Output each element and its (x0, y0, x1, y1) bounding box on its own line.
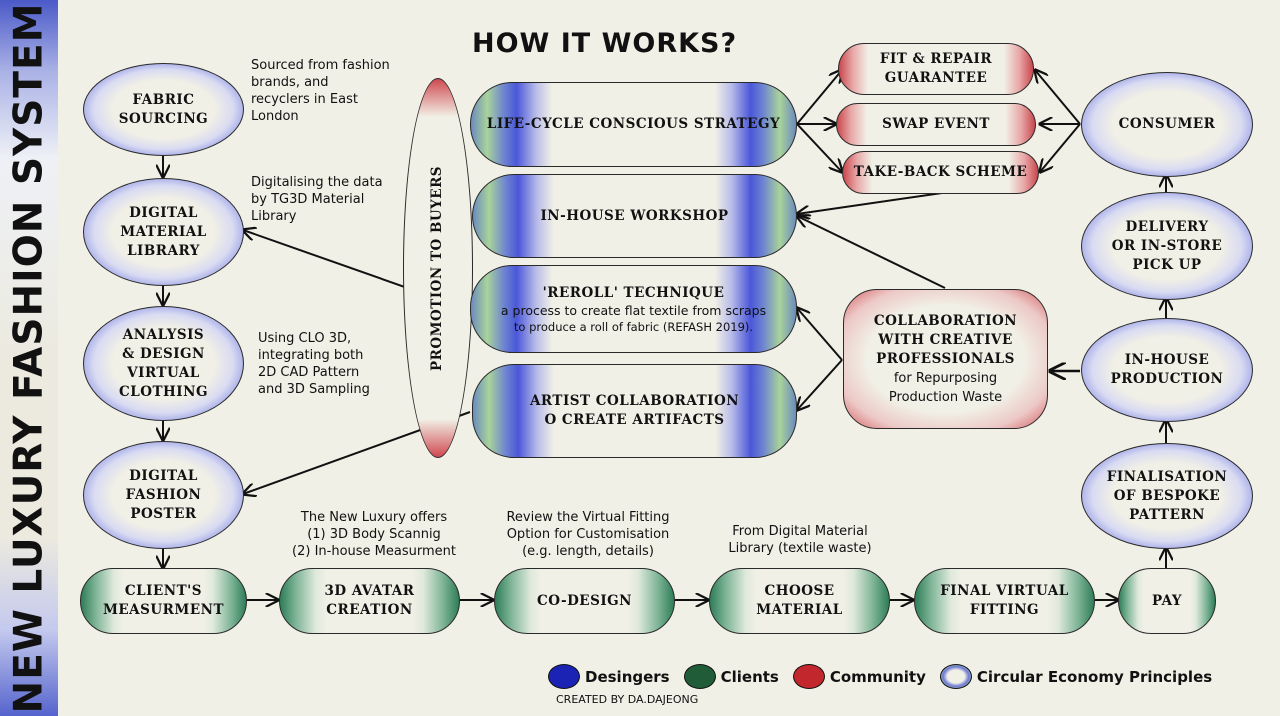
node-subtext: to produce a roll of fabric (REFASH 2019… (513, 319, 754, 334)
arrow-collaboration-to-artist (797, 359, 843, 410)
node-clients-measurement: CLIENT'S MEASURMENT (80, 568, 247, 634)
node-choose-material: CHOOSE MATERIAL (709, 568, 890, 634)
node-label: LIFE-CYCLE CONSCIOUS STRATEGY (486, 116, 781, 132)
node-label: FABRIC SOURCING (118, 91, 209, 127)
legend-label: Desingers (585, 667, 670, 686)
node-reroll-technique: 'REROLL' TECHNIQUE a process to create f… (470, 265, 797, 353)
arrow-collaboration-to-reroll (797, 308, 843, 361)
arrow-collaboration-to-workshop (797, 216, 946, 289)
node-label: ARTIST COLLABORATION O CREATE ARTIFACTS (529, 393, 740, 428)
node-collaboration-creative-professionals: COLLABORATION WITH CREATIVE PROFESSIONAL… (843, 289, 1048, 429)
clients-swatch-icon (683, 664, 716, 689)
node-consumer: CONSUMER (1081, 72, 1253, 177)
sidebar-title: NEW LUXURY FASHION SYSTEM (6, 2, 52, 714)
legend-item-community: Community (792, 664, 926, 689)
arrow-lifecycle-to-takeback (796, 123, 842, 172)
node-label: PAY (1151, 592, 1183, 609)
page-title: HOW IT WORKS? (472, 28, 738, 59)
node-label: SWAP EVENT (882, 116, 990, 132)
node-fit-repair-guarantee: FIT & REPAIR GUARANTEE (838, 43, 1034, 95)
node-label: 3D AVATAR CREATION (324, 583, 415, 618)
node-label: TAKE-BACK SCHEME (853, 164, 1028, 180)
legend-item-clients: Clients (683, 664, 779, 689)
node-subtext: for Repurposing Production Waste (888, 370, 1003, 405)
note-3d-avatar-creation: The New Luxury offers (1) 3D Body Scanni… (292, 510, 456, 559)
node-artist-collaboration: ARTIST COLLABORATION O CREATE ARTIFACTS (472, 364, 797, 458)
note-fabric-sourcing: Sourced from fashion brands, and recycle… (251, 58, 390, 124)
node-take-back-scheme: TAKE-BACK SCHEME (842, 151, 1039, 194)
node-digital-material-library: DIGITAL MATERIAL LIBRARY (83, 178, 244, 286)
node-label: PROMOTION TO BUYERS (429, 165, 446, 371)
designers-swatch-icon (548, 664, 580, 689)
node-analysis-design: ANALYSIS & DESIGN VIRTUAL CLOTHING (83, 306, 244, 421)
node-fabric-sourcing: FABRIC SOURCING (83, 63, 244, 156)
note-co-design: Review the Virtual Fitting Option for Cu… (506, 510, 670, 559)
node-label: CO-DESIGN (536, 592, 633, 609)
legend-label: Circular Economy Principles (976, 667, 1213, 686)
arrow-takeback-to-workshop (797, 192, 943, 214)
node-label: COLLABORATION WITH CREATIVE PROFESSIONAL… (873, 312, 1018, 367)
node-label: CONSUMER (1118, 116, 1216, 132)
node-delivery-pickup: DELIVERY OR IN-STORE PICK UP (1081, 192, 1253, 300)
node-label: FINAL VIRTUAL FITTING (940, 583, 1069, 618)
arrow-consumer-to-takeback (1040, 123, 1081, 172)
node-subtext: a process to create flat textile from sc… (500, 302, 767, 318)
arrow-lifecycle-to-fit (796, 70, 842, 125)
node-swap-event: SWAP EVENT (836, 103, 1036, 146)
node-label: ANALYSIS & DESIGN VIRTUAL CLOTHING (119, 326, 208, 400)
node-label: IN-HOUSE WORKSHOP (540, 207, 729, 224)
note-digital-material-library: Digitalising the data by TG3D Material L… (251, 175, 383, 224)
sidebar-banner: NEW LUXURY FASHION SYSTEM (0, 0, 58, 716)
note-choose-material: From Digital Material Library (textile w… (728, 524, 872, 556)
node-label: FINALISATION OF BESPOKE PATTERN (1106, 468, 1228, 523)
node-co-design: CO-DESIGN (494, 568, 675, 634)
node-label: FIT & REPAIR GUARANTEE (879, 51, 993, 86)
community-swatch-icon (792, 664, 825, 689)
node-in-house-workshop: IN-HOUSE WORKSHOP (472, 174, 797, 258)
node-label: CHOOSE MATERIAL (756, 583, 843, 618)
node-pay: PAY (1118, 568, 1216, 634)
node-label: CLIENT'S MEASURMENT (102, 583, 225, 618)
node-label: 'REROLL' TECHNIQUE (542, 284, 725, 301)
node-label: DELIVERY OR IN-STORE PICK UP (1111, 218, 1223, 273)
legend-item-circular-economy: Circular Economy Principles (939, 664, 1213, 689)
node-digital-fashion-poster: DIGITAL FASHION POSTER (83, 441, 244, 549)
arrow-consumer-to-fit (1035, 70, 1081, 125)
node-in-house-production: IN-HOUSE PRODUCTION (1081, 318, 1253, 422)
legend-label: Community (829, 667, 926, 686)
circular-economy-swatch-icon (939, 664, 972, 689)
legend-item-designers: Desingers (548, 664, 670, 689)
node-label: DIGITAL FASHION POSTER (125, 467, 202, 522)
node-life-cycle-strategy: LIFE-CYCLE CONSCIOUS STRATEGY (470, 82, 797, 167)
node-3d-avatar-creation: 3D AVATAR CREATION (279, 568, 460, 634)
node-promotion-to-buyers: PROMOTION TO BUYERS (403, 78, 473, 458)
note-analysis-design: Using CLO 3D, integrating both 2D CAD Pa… (258, 331, 370, 397)
node-finalisation-bespoke-pattern: FINALISATION OF BESPOKE PATTERN (1081, 443, 1253, 549)
node-label: DIGITAL MATERIAL LIBRARY (120, 204, 207, 259)
credit: CREATED BY DA.DAJEONG (556, 693, 699, 706)
legend: Desingers Clients Community Circular Eco… (548, 664, 1212, 689)
node-final-virtual-fitting: FINAL VIRTUAL FITTING (914, 568, 1095, 634)
node-label: IN-HOUSE PRODUCTION (1110, 352, 1224, 387)
legend-label: Clients (720, 667, 779, 686)
